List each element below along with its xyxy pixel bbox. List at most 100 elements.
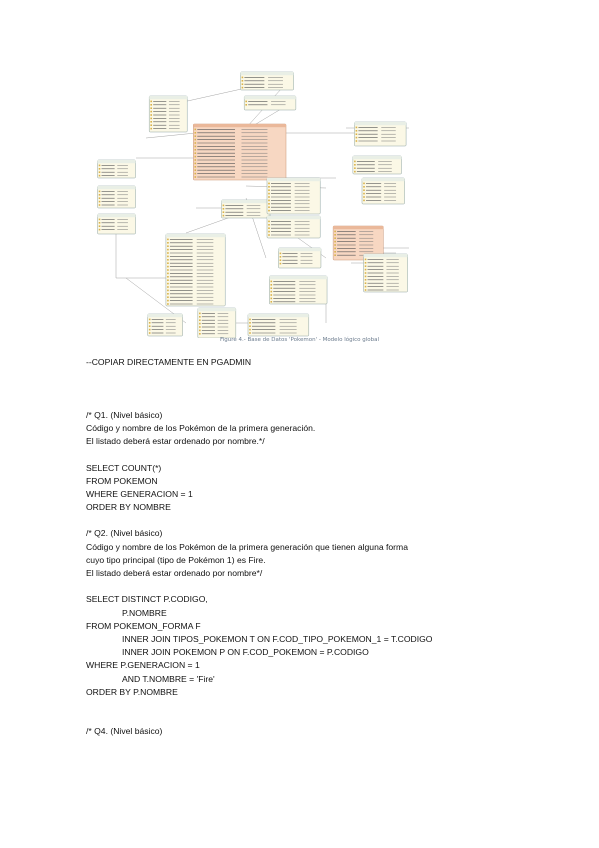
column-key-icon — [98, 204, 101, 206]
column-key-icon — [194, 166, 197, 168]
column-key-icon — [354, 160, 356, 163]
column-key-icon — [167, 269, 169, 271]
column-key-icon — [150, 127, 152, 130]
column-key-icon — [98, 174, 101, 177]
column-key-icon — [148, 318, 151, 321]
q2-description: El listado deberá estar ordenado por nom… — [86, 568, 263, 578]
column-key-icon — [98, 228, 101, 231]
column-key-icon — [364, 275, 367, 278]
column-key-icon — [334, 247, 336, 250]
column-key-icon — [249, 328, 251, 331]
q1-description: Código y nombre de los Pokémon de la pri… — [86, 422, 316, 433]
column-key-icon — [98, 197, 101, 199]
entity-table-header — [244, 96, 296, 100]
column-key-icon — [270, 287, 273, 289]
column-key-icon — [355, 136, 358, 139]
column-key-icon — [364, 279, 367, 281]
q2-sql-line: INNER JOIN TIPOS_POKEMON T ON F.COD_TIPO… — [122, 633, 433, 644]
column-key-icon — [249, 318, 251, 321]
column-key-icon — [270, 284, 273, 286]
figure-caption: Figure 4.- Base de Datos 'Pokemon' - Mod… — [219, 337, 380, 343]
column-key-icon — [199, 333, 201, 335]
column-key-icon — [222, 211, 225, 213]
column-key-icon — [150, 124, 152, 126]
column-key-icon — [363, 192, 365, 195]
column-key-icon — [355, 133, 358, 135]
column-key-icon — [194, 152, 197, 154]
column-key-icon — [279, 252, 282, 255]
column-key-icon — [222, 204, 225, 207]
q2-title: /* Q2. (Nivel básico) — [86, 528, 163, 539]
q2-sql-line: WHERE P.GENERACION = 1 — [86, 660, 200, 671]
column-key-icon — [98, 200, 101, 203]
column-key-icon — [167, 242, 169, 244]
column-key-icon — [194, 149, 197, 151]
column-key-icon — [150, 121, 152, 123]
q1-sql-line: ORDER BY NOMBRE — [86, 502, 171, 513]
column-key-icon — [364, 268, 367, 271]
q2-description: Código y nombre de los Pokémon de la pri… — [86, 541, 408, 552]
column-key-icon — [199, 316, 201, 318]
document-body: --COPIAR DIRECTAMENTE EN PGADMIN /* Q1. … — [86, 356, 526, 738]
column-key-icon — [148, 322, 151, 324]
entity-table-header — [221, 200, 271, 204]
column-key-icon — [222, 208, 225, 210]
entity-table-header — [269, 276, 328, 280]
column-key-icon — [363, 199, 365, 202]
column-key-icon — [167, 255, 169, 258]
column-key-icon — [268, 230, 270, 233]
column-key-icon — [268, 203, 270, 205]
column-key-icon — [167, 245, 169, 247]
entity-table-header — [362, 178, 405, 182]
entity-table-header — [278, 248, 321, 252]
column-key-icon — [150, 107, 152, 109]
q2-sql-line: SELECT DISTINCT P.CODIGO, — [86, 594, 208, 605]
column-key-icon — [199, 326, 201, 328]
column-key-icon — [167, 279, 169, 281]
column-key-icon — [194, 169, 197, 171]
q1-title: /* Q1. (Nivel básico) — [86, 409, 163, 420]
column-key-icon — [150, 114, 152, 116]
column-key-icon — [167, 296, 169, 298]
column-key-icon — [199, 329, 201, 332]
column-key-icon — [194, 145, 197, 148]
column-key-icon — [167, 282, 169, 285]
column-key-icon — [364, 258, 367, 261]
column-key-icon — [199, 322, 201, 325]
column-key-icon — [150, 104, 152, 106]
column-key-icon — [354, 167, 356, 169]
column-key-icon — [194, 138, 197, 141]
column-key-icon — [279, 262, 282, 265]
column-key-icon — [268, 196, 270, 198]
column-key-icon — [194, 155, 197, 158]
column-key-icon — [241, 83, 244, 85]
column-key-icon — [98, 194, 101, 196]
column-key-icon — [249, 322, 251, 324]
column-key-icon — [268, 234, 270, 236]
column-key-icon — [268, 182, 270, 185]
column-key-icon — [249, 325, 251, 327]
column-key-icon — [354, 164, 356, 166]
column-key-icon — [98, 164, 101, 167]
column-key-icon — [268, 224, 270, 226]
copy-comment: --COPIAR DIRECTAMENTE EN PGADMIN — [86, 357, 252, 367]
column-key-icon — [222, 214, 225, 217]
column-key-icon — [268, 189, 270, 191]
column-key-icon — [334, 230, 336, 233]
column-key-icon — [270, 280, 273, 283]
column-key-icon — [364, 272, 367, 274]
q4-title: /* Q4. (Nivel básico) — [86, 726, 163, 737]
column-key-icon — [98, 168, 101, 170]
column-key-icon — [270, 290, 273, 293]
entity-table-header — [97, 160, 136, 164]
entity-table-header — [149, 96, 188, 100]
column-key-icon — [148, 332, 151, 334]
column-key-icon — [354, 170, 356, 173]
column-key-icon — [98, 225, 101, 227]
column-key-icon — [167, 272, 169, 275]
column-key-icon — [334, 240, 336, 243]
entity-table-header — [333, 226, 384, 230]
column-key-icon — [167, 265, 169, 268]
column-key-icon — [355, 126, 358, 129]
column-key-icon — [194, 132, 197, 134]
